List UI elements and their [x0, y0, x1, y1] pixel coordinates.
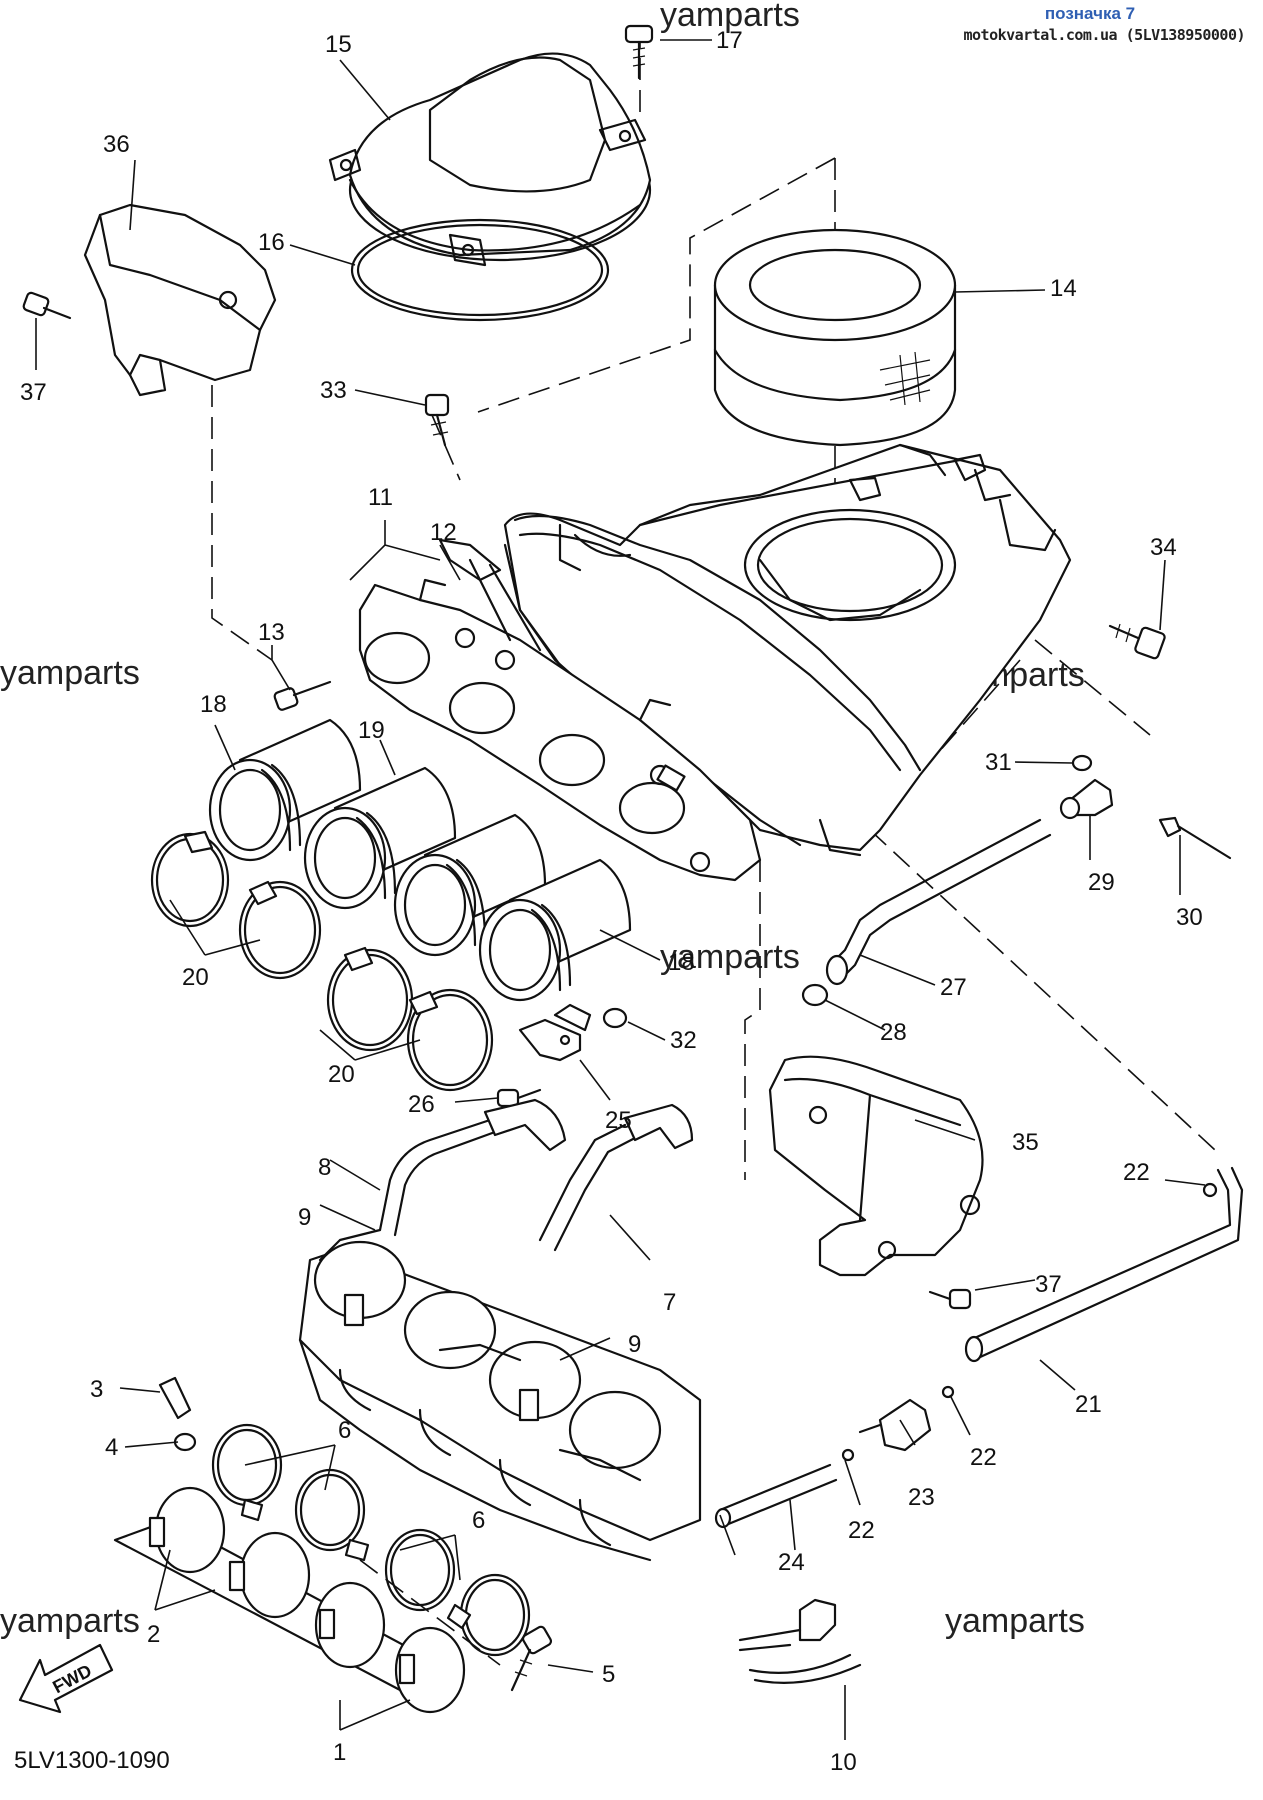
carburetor-joints: [208, 718, 632, 1002]
callout-3: 3: [90, 1376, 103, 1403]
valve-hose: [738, 1598, 862, 1684]
watermark: yamparts: [0, 654, 140, 692]
callout-18-bottom: 18: [668, 949, 695, 976]
air-filter-element: [713, 228, 957, 447]
diagram-code: 5LV1300-1090: [14, 1747, 170, 1774]
callout-21: 21: [1075, 1391, 1102, 1418]
watermark: yamparts: [660, 0, 800, 34]
cap-and-clip: [158, 1376, 197, 1452]
callout-27: 27: [940, 974, 967, 1001]
small-fittings: [518, 754, 1232, 1062]
cover-bracket: [768, 1055, 984, 1277]
marker-badge: позначка 7: [1044, 4, 1136, 23]
o-ring-inner: [356, 223, 604, 317]
carburetor-joints-lower: [113, 1486, 466, 1714]
source-site: motokvartal.com.ua (5LV138950000): [963, 26, 1245, 44]
callout-18-top: 18: [200, 691, 227, 718]
callout-26: 26: [408, 1091, 435, 1118]
watermark: yamparts: [660, 938, 800, 976]
bracket: [83, 203, 277, 397]
callout-22-bottom: 22: [848, 1517, 875, 1544]
callout-12: 12: [430, 519, 457, 546]
callout-6-upper: 6: [338, 1417, 351, 1444]
callout-16: 16: [258, 229, 285, 256]
air-cleaner-case: [503, 443, 1072, 857]
callout-17: 17: [716, 27, 743, 54]
callout-35: 35: [1012, 1129, 1039, 1156]
callout-22-top: 22: [1123, 1159, 1150, 1186]
leader-lines: [35, 39, 1206, 1740]
callout-15: 15: [325, 31, 352, 58]
callout-10: 10: [830, 1749, 857, 1776]
callout-37-right: 37: [1035, 1271, 1062, 1298]
callout-19: 19: [358, 717, 385, 744]
hose-clamps-upper: [150, 830, 494, 1092]
callout-32: 32: [670, 1027, 697, 1054]
callout-28: 28: [880, 1019, 907, 1046]
callout-8: 8: [318, 1154, 331, 1181]
callout-11: 11: [368, 484, 393, 511]
callout-9-left: 9: [298, 1204, 311, 1231]
o-ring: [350, 218, 610, 322]
callout-6-lower: 6: [472, 1507, 485, 1534]
callout-7: 7: [663, 1289, 676, 1316]
callout-13: 13: [258, 619, 285, 646]
callout-20-top: 20: [182, 964, 209, 991]
carburetor-assembly: [298, 1228, 702, 1562]
air-cleaner-cover: [328, 52, 652, 267]
callout-numbers: 15 17 36 16 14 37 33 11 12 34 13 18 19 3…: [20, 27, 1203, 1776]
callout-24: 24: [778, 1549, 805, 1576]
callout-20-bottom: 20: [328, 1061, 355, 1088]
callout-33: 33: [320, 377, 347, 404]
callout-14: 14: [1050, 275, 1077, 302]
watermark: yamparts: [0, 1602, 140, 1640]
joint-gasket: [358, 538, 762, 882]
callout-25: 25: [605, 1107, 632, 1134]
callout-30: 30: [1176, 904, 1203, 931]
hoses: [378, 818, 1244, 1529]
callout-22-right: 22: [970, 1444, 997, 1471]
callout-34: 34: [1150, 534, 1177, 561]
forward-arrow-icon: FWD: [18, 1643, 114, 1714]
watermark: yamparts: [945, 1602, 1085, 1640]
callout-1: 1: [333, 1739, 346, 1766]
callout-4: 4: [105, 1434, 118, 1461]
hose-clamps-lower: [211, 1423, 531, 1657]
callout-2: 2: [147, 1621, 160, 1648]
fasteners: [22, 24, 1166, 1692]
callout-37-left: 37: [20, 379, 47, 406]
callout-29: 29: [1088, 869, 1115, 896]
callout-23: 23: [908, 1484, 935, 1511]
callout-5: 5: [602, 1661, 615, 1688]
callout-36: 36: [103, 131, 130, 158]
callout-31: 31: [985, 749, 1012, 776]
callout-9-right: 9: [628, 1331, 641, 1358]
